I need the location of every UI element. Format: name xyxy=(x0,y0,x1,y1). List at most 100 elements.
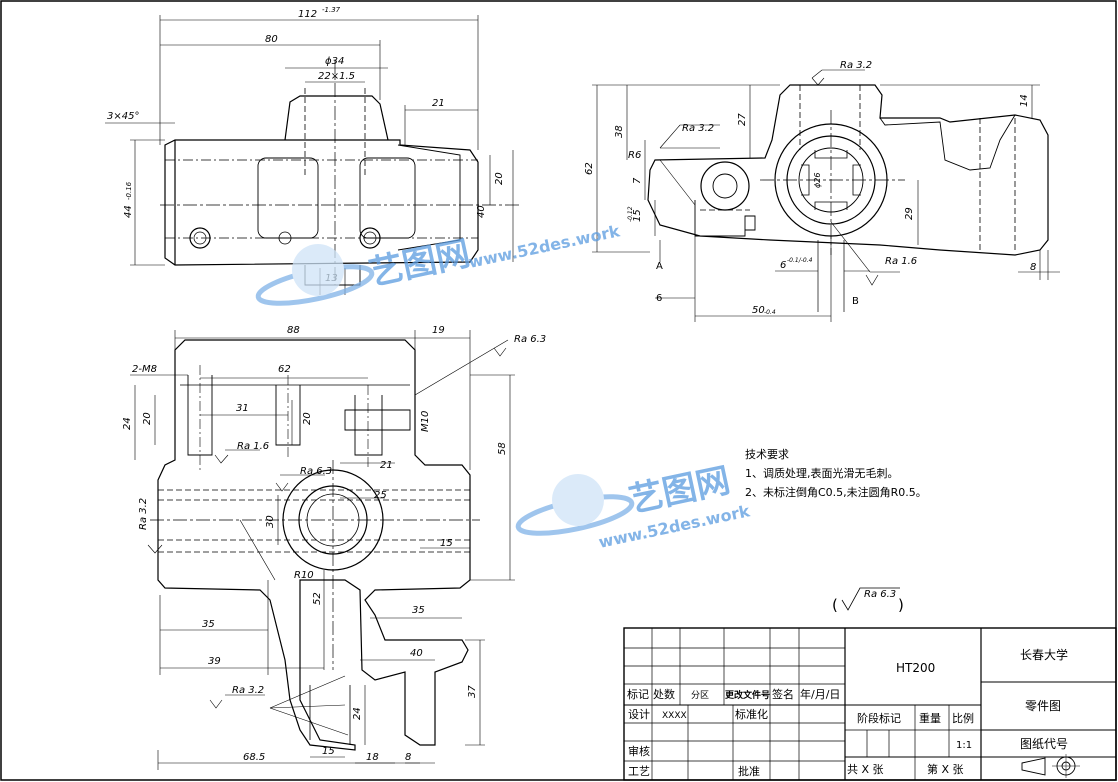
front-dim-37: 37 xyxy=(467,685,478,698)
front-dim-685: 68.5 xyxy=(243,752,265,763)
front-ra-63b: Ra 6.3 xyxy=(300,466,332,477)
front-view xyxy=(150,339,480,751)
watermark-2: 艺图网 www.52des.work xyxy=(515,460,752,552)
side-dim-spline: ϕ26 xyxy=(813,173,822,188)
side-ra-left: Ra 3.2 xyxy=(682,123,714,134)
front-dim-15b: 15 xyxy=(322,746,335,757)
front-dim-20a: 20 xyxy=(142,412,153,425)
front-dim-31: 31 xyxy=(236,403,249,414)
tb-part-type: 零件图 xyxy=(1025,699,1061,713)
front-ra-32: Ra 3.2 xyxy=(138,498,149,530)
top-dim-20: 20 xyxy=(494,172,505,185)
front-dim-88: 88 xyxy=(287,325,300,336)
front-dim-15: 15 xyxy=(440,538,453,549)
top-dim-40: 40 xyxy=(476,205,487,218)
watermark-globe-icon-2 xyxy=(552,474,604,526)
front-dim-62: 62 xyxy=(278,364,291,375)
front-dim-39: 39 xyxy=(208,656,221,667)
tb-v-bili: 1:1 xyxy=(956,740,972,751)
tech-line-1: 1、调质处理,表面光滑无毛刺。 xyxy=(745,466,899,480)
top-dim-bore: ϕ34 xyxy=(325,56,344,67)
side-dim-29: 29 xyxy=(904,207,915,220)
front-ra-16: Ra 1.6 xyxy=(237,441,269,452)
side-ra-bottom: Ra 1.6 xyxy=(885,256,917,267)
front-dim-19: 19 xyxy=(432,325,445,336)
front-dim-30: 30 xyxy=(265,515,276,528)
svg-text:): ) xyxy=(898,596,904,614)
side-ra-top: Ra 3.2 xyxy=(840,60,872,71)
tb-school: 长春大学 xyxy=(1020,647,1068,662)
tb-sheet-no: 第 X 张 xyxy=(927,762,964,776)
tb-h-shenhe: 审核 xyxy=(628,744,650,758)
watermark-url: www.52des.work xyxy=(467,221,622,272)
projection-symbol-icon xyxy=(1021,754,1080,778)
tb-v-sheji: XXXX xyxy=(662,711,687,721)
side-view-dimensions xyxy=(592,69,1060,322)
tb-sheet-total: 共 X 张 xyxy=(847,763,884,776)
side-label-b: B xyxy=(852,296,859,307)
top-dim-thread: 22×1.5 xyxy=(318,71,355,82)
front-m10: M10 xyxy=(420,411,431,432)
side-dim-62: 62 xyxy=(584,162,595,175)
front-dim-21: 21 xyxy=(380,460,393,471)
top-dim-112-tol: -1.37 xyxy=(322,6,341,14)
side-dim-7: 7 xyxy=(632,177,643,184)
front-view-dimensions xyxy=(130,330,515,770)
tb-h-chushu: 处数 xyxy=(653,688,675,701)
top-view xyxy=(160,60,520,286)
side-dim-15: 15 xyxy=(632,209,643,222)
front-dim-40: 40 xyxy=(410,648,423,659)
front-dim-58: 58 xyxy=(497,442,508,455)
watermark-globe-icon xyxy=(292,244,344,296)
front-dim-35a: 35 xyxy=(202,619,215,630)
front-dim-18: 18 xyxy=(366,752,379,763)
top-dim-80: 80 xyxy=(265,34,278,45)
side-dim-50: 50 xyxy=(752,305,765,316)
top-view-dimensions xyxy=(105,15,514,295)
front-thread-m8: 2-M8 xyxy=(132,364,157,375)
tech-line-2: 2、未标注倒角C0.5,未注圆角R0.5。 xyxy=(745,485,927,499)
side-dim-14: 14 xyxy=(1019,94,1030,107)
tb-h-zhongliang: 重量 xyxy=(919,711,941,725)
tb-h-qianming: 签名 xyxy=(772,687,794,701)
tb-h-sheji: 设计 xyxy=(628,708,650,721)
tech-requirements: 技术要求 1、调质处理,表面光滑无毛刺。 2、未标注倒角C0.5,未注圆角R0.… xyxy=(745,448,927,499)
tb-h-bili: 比例 xyxy=(952,711,974,725)
tb-drawing-code: 图纸代号 xyxy=(1020,737,1068,751)
tb-h-biaoji: 标记 xyxy=(627,687,649,701)
side-dim-15-tol: -0.12 xyxy=(627,206,634,222)
tb-h-gengai: 更改文件号 xyxy=(725,689,770,701)
side-view xyxy=(647,84,1049,312)
tb-h-gongyi: 工艺 xyxy=(628,765,650,778)
title-block xyxy=(623,627,1117,781)
front-dim-24: 24 xyxy=(122,417,133,430)
front-ra-63: Ra 6.3 xyxy=(514,334,546,345)
side-label-6: 6 xyxy=(656,293,662,304)
top-dim-21: 21 xyxy=(432,98,445,109)
general-roughness: ( ) xyxy=(832,587,904,614)
svg-text:(: ( xyxy=(832,596,838,614)
top-dim-44: 44 xyxy=(123,205,134,218)
side-dim-6: 6 xyxy=(780,260,786,271)
side-dim-50-tol: -0.4 xyxy=(764,309,776,316)
tb-h-pizhun: 批准 xyxy=(738,764,760,778)
top-dim-44-tol: -0.16 xyxy=(125,181,133,200)
general-roughness-value: Ra 6.3 xyxy=(864,589,896,600)
front-dim-25: 25 xyxy=(374,490,387,501)
top-dim-112: 112 xyxy=(298,9,317,20)
side-dim-38: 38 xyxy=(614,125,625,138)
side-dim-8: 8 xyxy=(1030,262,1036,273)
tb-material: HT200 xyxy=(896,661,935,675)
front-dim-24b: 24 xyxy=(352,707,363,720)
watermark-brand: 艺图网 xyxy=(366,233,474,293)
front-dim-35b: 35 xyxy=(412,605,425,616)
front-dim-20b: 20 xyxy=(302,412,313,425)
front-dim-8: 8 xyxy=(405,752,411,763)
tb-h-date: 年/月/日 xyxy=(800,687,840,701)
side-dim-r6: R6 xyxy=(628,150,641,161)
front-dim-52: 52 xyxy=(312,592,323,605)
front-ra-32b: Ra 3.2 xyxy=(232,685,264,696)
side-dim-6-tol: -0.1/-0.4 xyxy=(787,257,813,264)
